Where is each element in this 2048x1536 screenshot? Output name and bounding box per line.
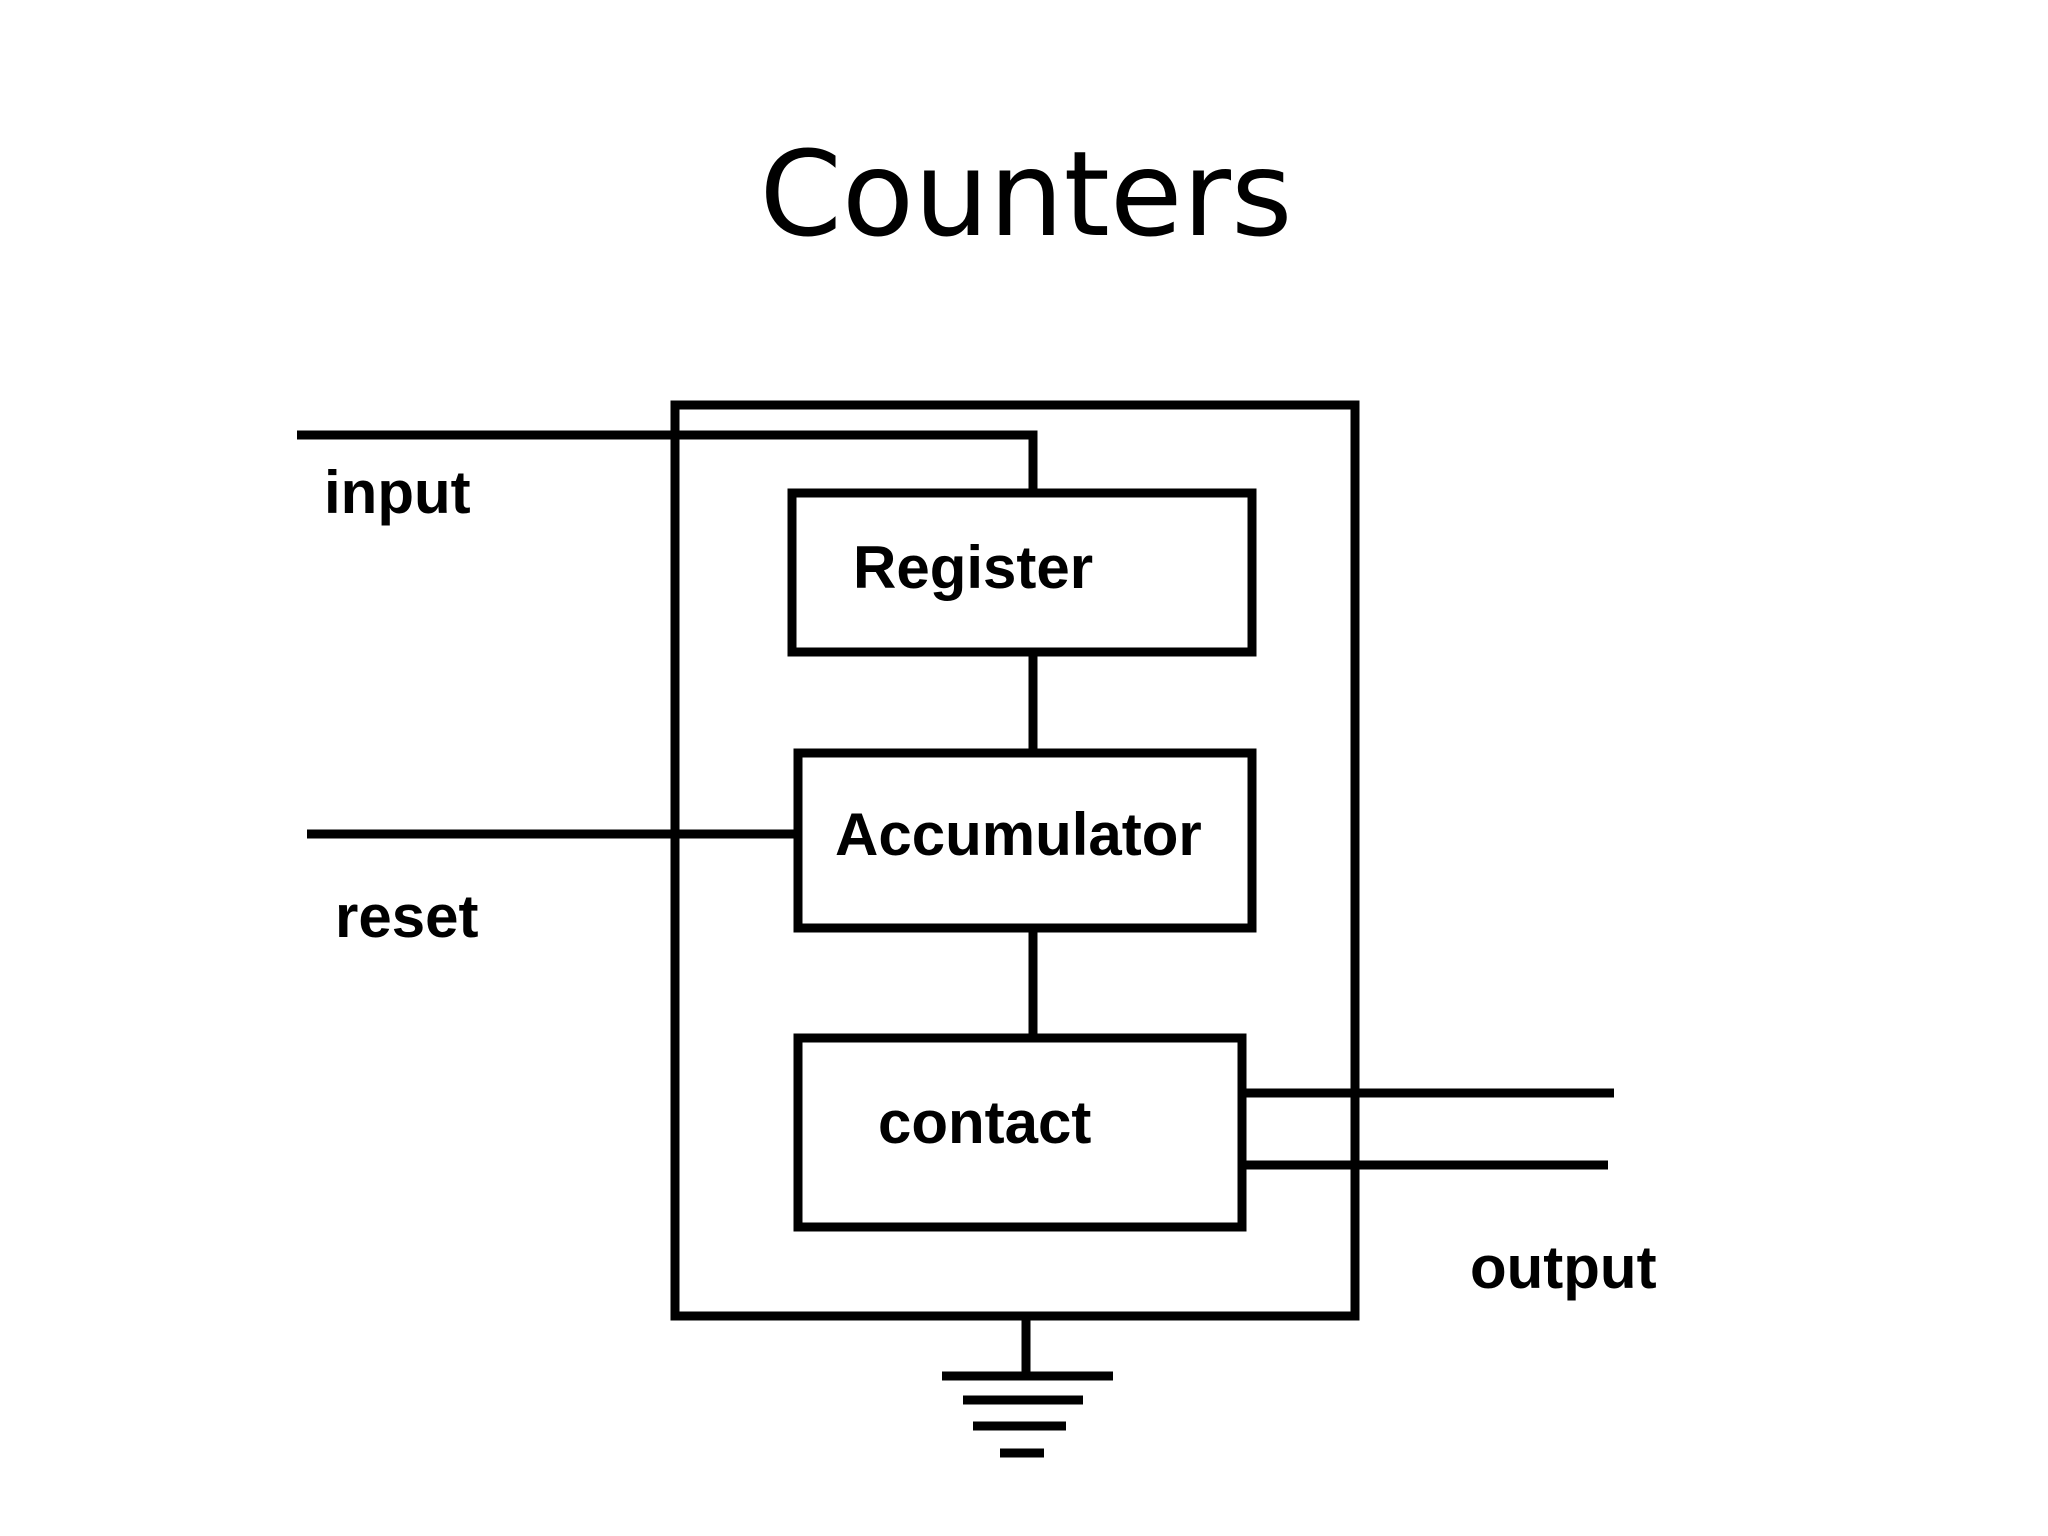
slide-title: Counters bbox=[759, 125, 1292, 263]
counter-enclosure bbox=[670, 400, 1360, 1321]
ground-icon bbox=[942, 1316, 1113, 1458]
reset-label: reset bbox=[335, 883, 478, 950]
input-label: input bbox=[324, 459, 471, 526]
accumulator-label: Accumulator bbox=[835, 801, 1202, 868]
contact-block bbox=[793, 1033, 1247, 1232]
contact-label: contact bbox=[878, 1089, 1091, 1156]
input-line bbox=[297, 430, 1038, 493]
accumulator-block bbox=[793, 748, 1257, 933]
output-label: output bbox=[1470, 1234, 1657, 1301]
register-label: Register bbox=[853, 534, 1093, 601]
register-block bbox=[787, 488, 1257, 657]
